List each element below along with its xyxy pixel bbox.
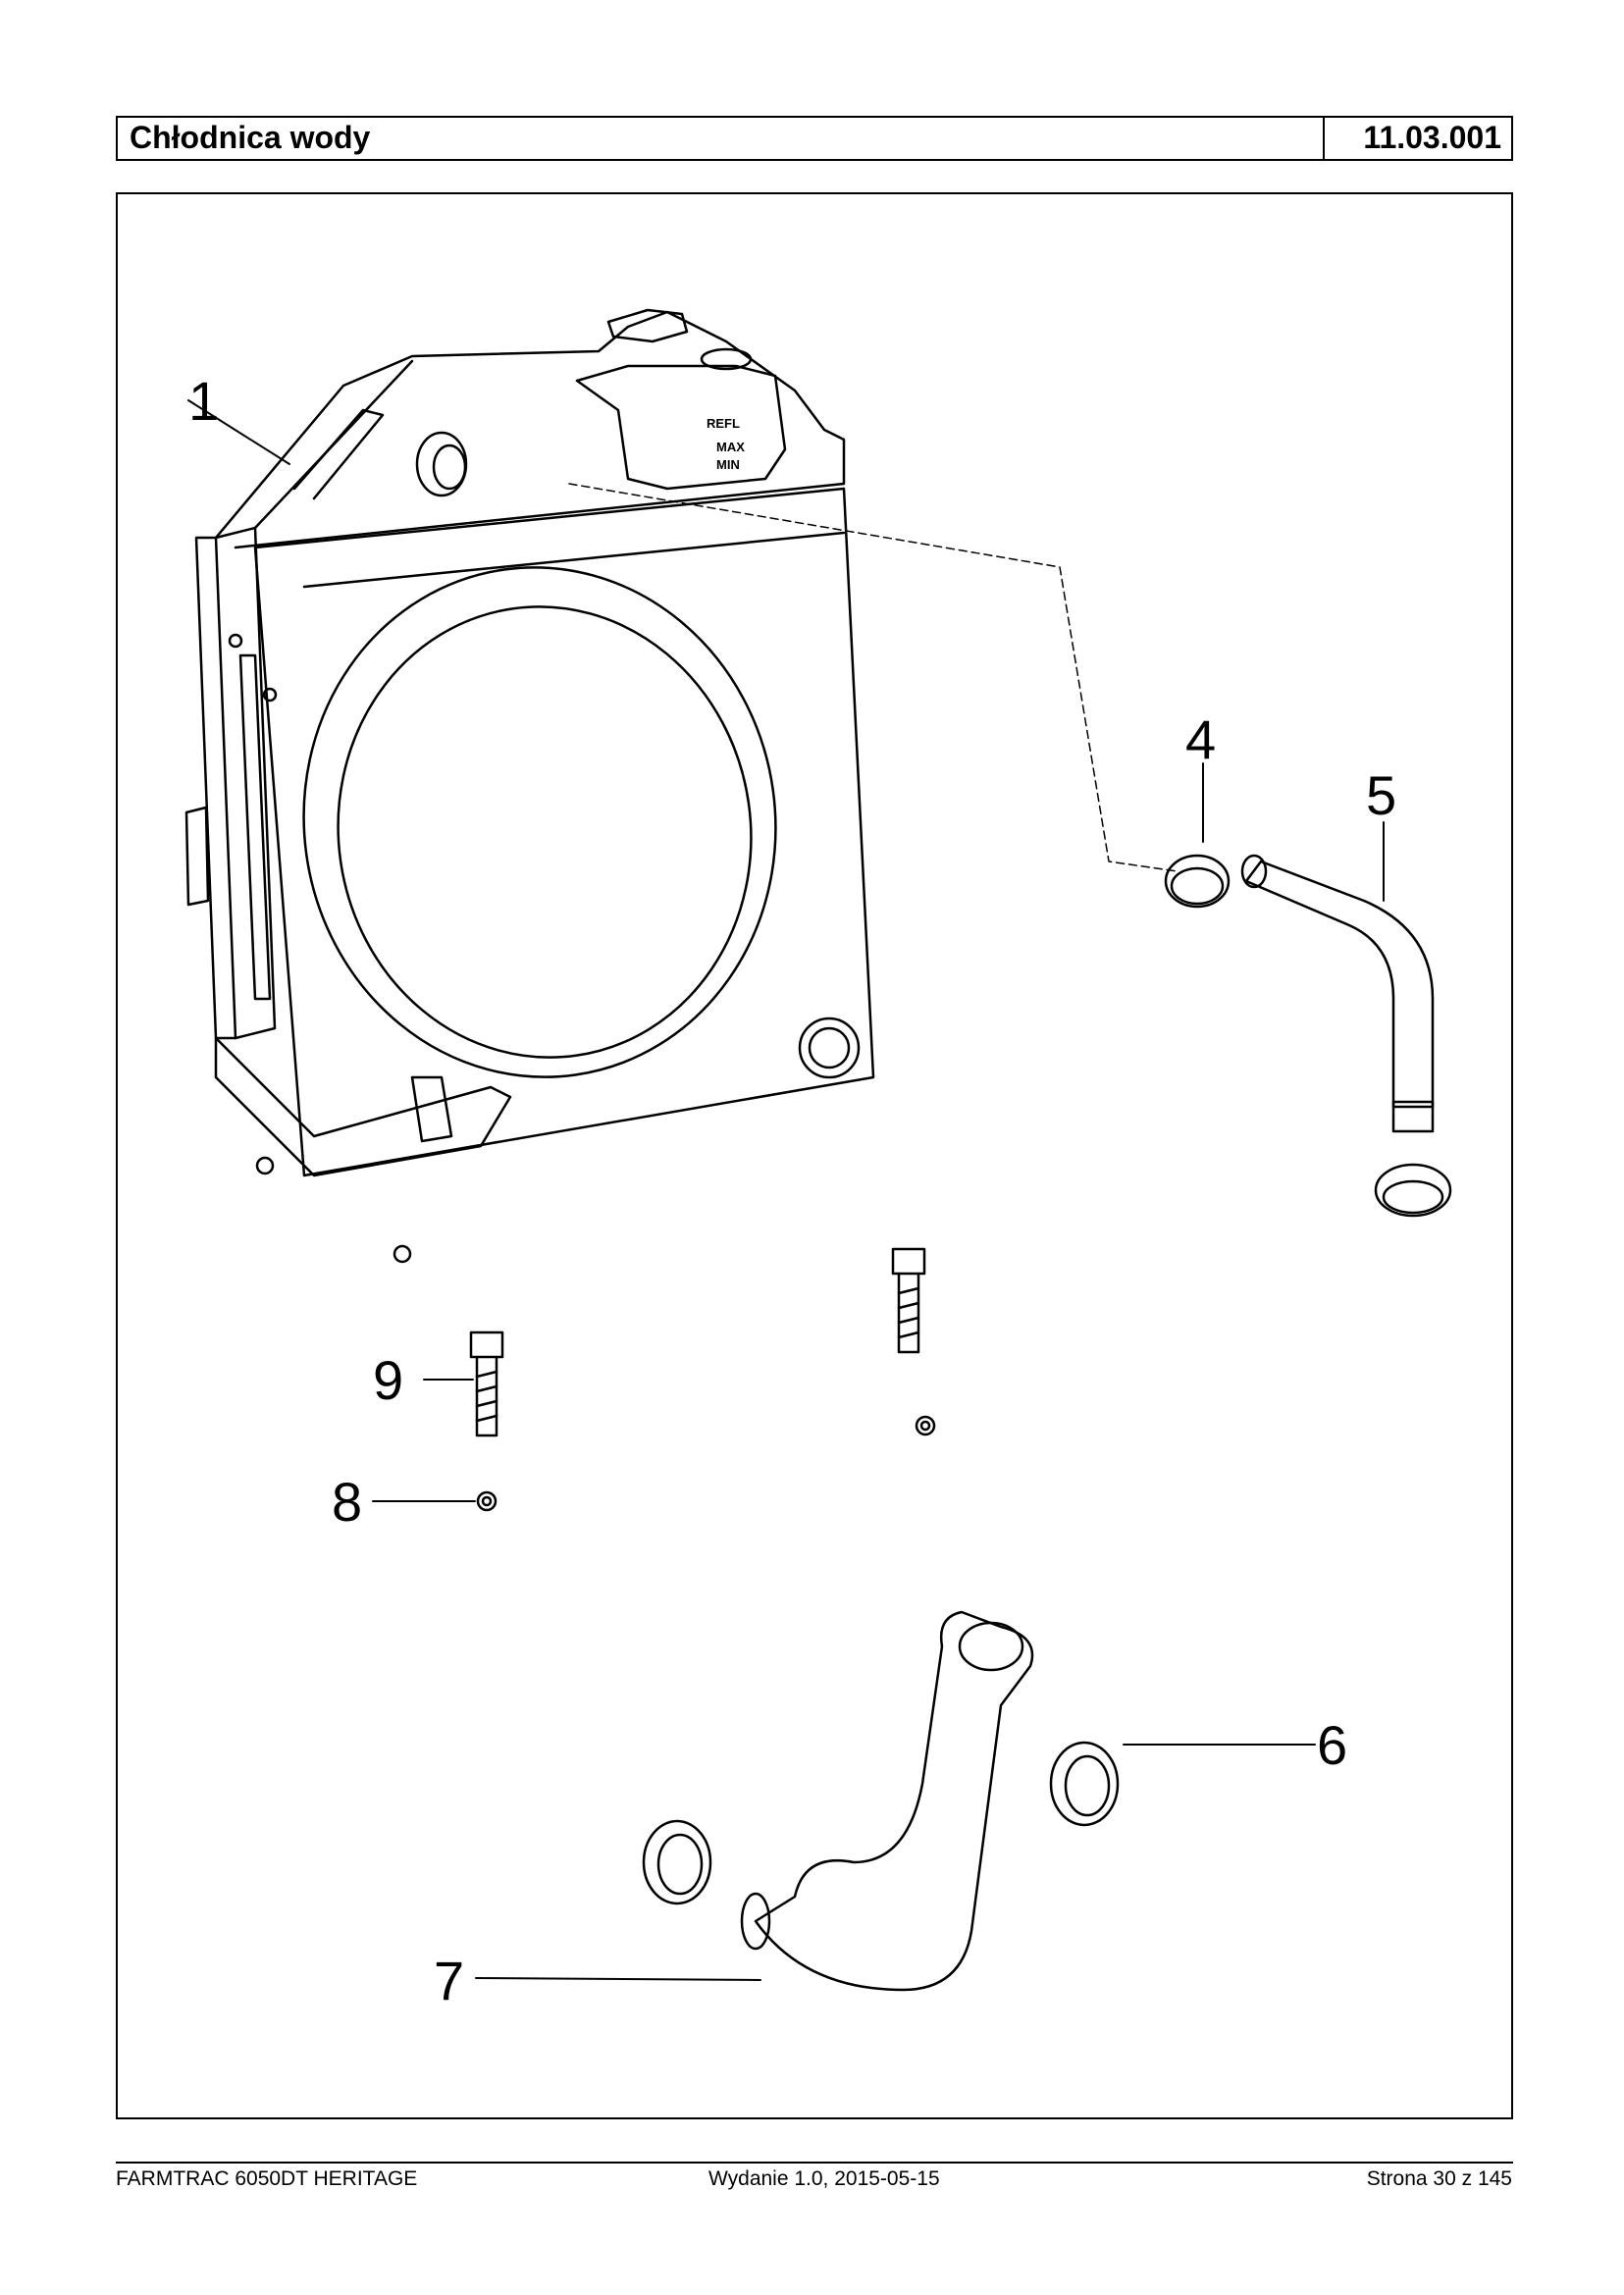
callout-8: 8 bbox=[332, 1471, 362, 1533]
callout-1: 1 bbox=[188, 370, 219, 432]
footer-divider bbox=[116, 2162, 1513, 2164]
leader-7 bbox=[475, 1977, 761, 1981]
fan-shroud-outer bbox=[302, 566, 777, 1078]
page-header: Chłodnica wody 11.03.001 bbox=[116, 116, 1513, 161]
footer-model: FARMTRAC 6050DT HERITAGE bbox=[116, 2167, 418, 2190]
footer-page-number: Strona 30 z 145 bbox=[1366, 2167, 1512, 2190]
page-title: Chłodnica wody bbox=[130, 120, 371, 155]
washer-8 bbox=[476, 1490, 498, 1512]
callout-7: 7 bbox=[434, 1950, 464, 2011]
tank-label-refill: REFL bbox=[707, 416, 740, 431]
assembly-dashed-line bbox=[568, 483, 1179, 872]
bottom-outlet bbox=[798, 1017, 861, 1079]
exploded-diagram: REFL MAX MIN bbox=[184, 308, 1452, 2011]
callout-5: 5 bbox=[1366, 764, 1396, 826]
radiator-side-panel bbox=[214, 526, 277, 1040]
lower-hose-7 bbox=[740, 1610, 1034, 1992]
footer-edition: Wydanie 1.0, 2015-05-15 bbox=[708, 2167, 940, 2190]
diagram-frame: REFL MAX MIN bbox=[116, 192, 1513, 2119]
section-code: 11.03.001 bbox=[1323, 118, 1511, 159]
radiator-left-bracket bbox=[194, 536, 237, 1040]
radiator-slot bbox=[238, 653, 272, 1001]
leader-1 bbox=[187, 399, 290, 465]
radiator-handle bbox=[184, 806, 210, 907]
fan-shroud-inner bbox=[337, 605, 753, 1059]
tank-cap bbox=[700, 347, 753, 371]
top-bracket bbox=[292, 408, 385, 500]
radiator-cap bbox=[606, 308, 689, 343]
callout-9: 9 bbox=[373, 1349, 403, 1411]
hose-clamp-4 bbox=[1164, 854, 1231, 909]
radiator-base bbox=[214, 1036, 512, 1177]
radiator-core bbox=[253, 487, 875, 1177]
expansion-tank bbox=[575, 364, 787, 491]
radiator-top-tank bbox=[214, 310, 846, 549]
tank-label-min: MIN bbox=[716, 457, 740, 472]
radiator-assembly bbox=[184, 308, 875, 1264]
hose-clamp-6 bbox=[1049, 1741, 1120, 1827]
callout-4: 4 bbox=[1185, 708, 1216, 770]
tank-label-max: MAX bbox=[716, 440, 745, 454]
callout-6: 6 bbox=[1317, 1714, 1347, 1776]
hose-clamp-7-left bbox=[642, 1819, 712, 1905]
washer-right bbox=[915, 1415, 936, 1436]
bolt-right bbox=[891, 1247, 926, 1354]
hose-clamp-5b bbox=[1374, 1163, 1452, 1218]
bolt-9 bbox=[469, 1330, 504, 1437]
upper-hose-5 bbox=[1240, 854, 1435, 1133]
